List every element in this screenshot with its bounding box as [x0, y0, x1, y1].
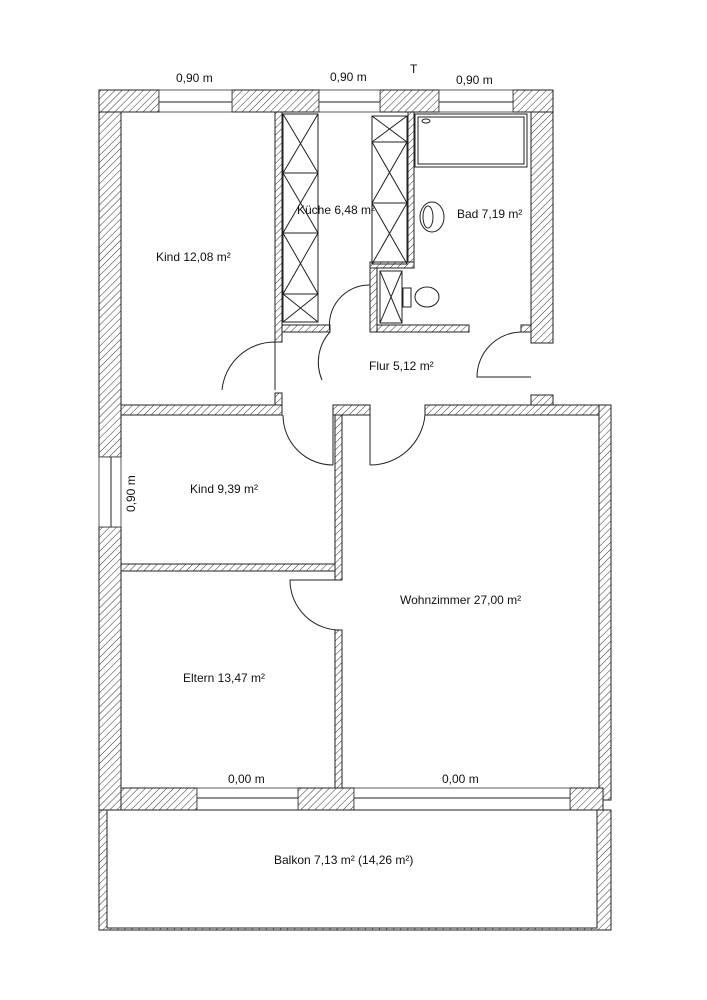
bathtub: [414, 113, 528, 168]
dimension-top-1: 0,90 m: [176, 71, 213, 85]
room-kind-1: Kind 12,08 m²: [156, 250, 231, 264]
room-kueche: Küche 6,48 m²: [297, 203, 375, 217]
room-kind-2: Kind 9,39 m²: [190, 482, 258, 496]
outer-walls: [98, 89, 612, 811]
balcony: [98, 809, 612, 931]
sink: [419, 201, 445, 233]
dimension-bottom-1: 0,00 m: [228, 772, 265, 786]
room-wohnzimmer: Wohnzimmer 27,00 m²: [400, 593, 521, 607]
doors: [221, 280, 531, 631]
shower-cabinet: [379, 270, 403, 324]
room-flur: Flur 5,12 m²: [369, 359, 434, 373]
room-balkon: Balkon 7,13 m² (14,26 m²): [274, 853, 413, 867]
dimension-bottom-2: 0,00 m: [442, 772, 479, 786]
dimension-left: 0,90 m: [124, 475, 138, 512]
room-eltern: Eltern 13,47 m²: [183, 671, 265, 685]
toilet: [414, 286, 440, 308]
room-bad: Bad 7,19 m²: [457, 207, 522, 221]
bathroom-fixtures: [379, 113, 528, 324]
dimension-top-3: 0,90 m: [456, 73, 493, 87]
interior-walls: [120, 111, 600, 789]
kitchen-cabinets: [282, 113, 408, 323]
dimension-top-2: 0,90 m: [330, 70, 367, 84]
north-mark: T: [410, 62, 418, 76]
